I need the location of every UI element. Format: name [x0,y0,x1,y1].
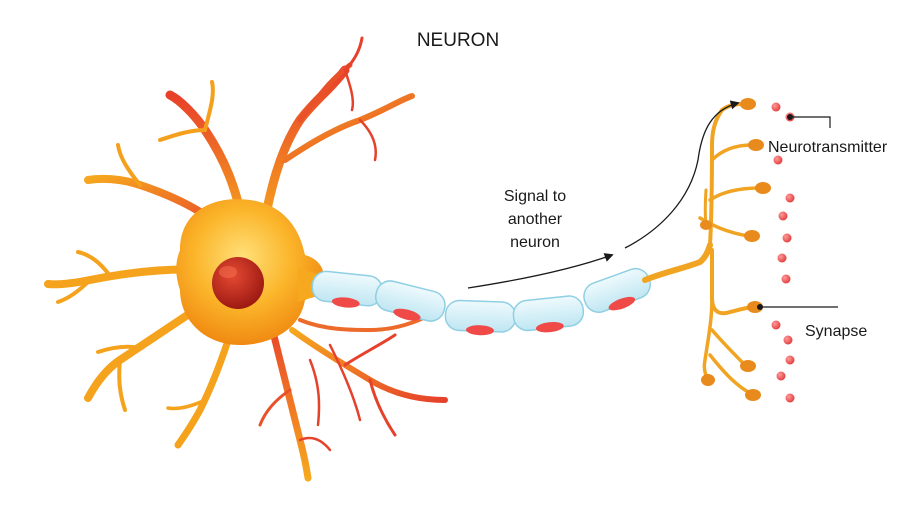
axon-terminal-trunk [642,242,713,283]
cell-body [176,199,324,345]
signal-arrow-lower [467,253,614,289]
neurotransmitter-dots [771,102,795,403]
synapse-label: Synapse [805,323,867,340]
signal-label-line-2: another [508,211,563,228]
signal-label-line-3: neuron [510,234,560,251]
diagram-title: NEURON [417,30,499,51]
neurotransmitter-label: Neurotransmitter [768,139,888,156]
dendrites-lower [258,313,448,482]
dendrites-upper [84,36,415,240]
terminal-bulbs [700,98,771,401]
neurotransmitter-callout: Neurotransmitter [768,114,888,156]
signal-arrow-upper [624,100,740,249]
nucleus [212,257,264,309]
myelin-sheath [311,267,651,336]
signal-arrows [467,100,740,289]
signal-label: Signal to another neuron [504,188,566,251]
synapse-callout: Synapse [757,304,867,340]
signal-label-line-1: Signal to [504,188,566,205]
